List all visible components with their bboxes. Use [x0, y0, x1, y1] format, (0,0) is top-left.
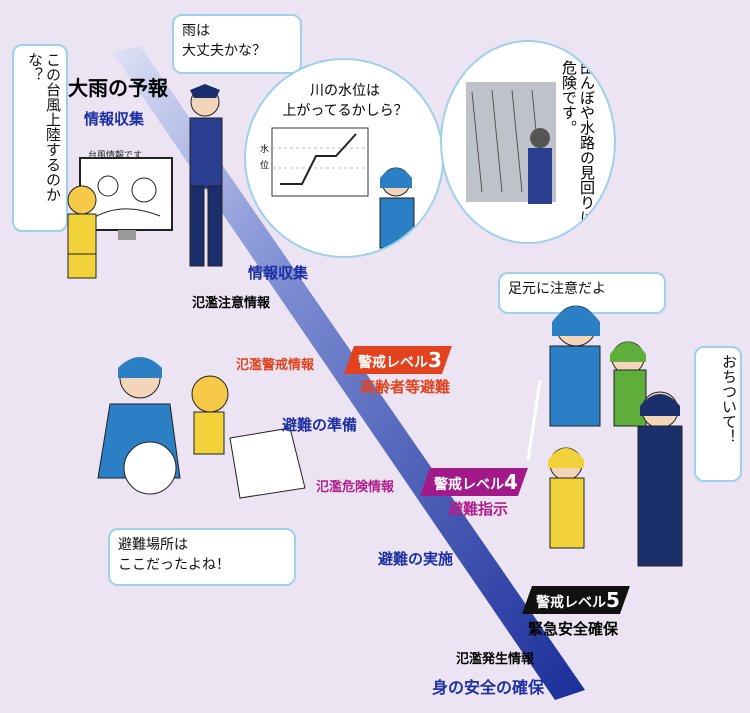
- warning-danger: 氾濫危険情報: [316, 480, 395, 495]
- level-3-num: 3: [428, 348, 442, 372]
- evacuating-group-illustration: [526, 305, 683, 567]
- stage-safety: 身の安全の確保: [432, 678, 545, 697]
- level-3-badge: 警戒レベル3: [344, 346, 452, 374]
- stay-calm-bubble: おちついて！: [694, 346, 742, 482]
- tv-viewer-illustration: [67, 157, 173, 279]
- stage-prepare: 避難の準備: [282, 416, 358, 434]
- level-5-action: 緊急安全確保: [528, 620, 619, 638]
- level-4-num: 4: [504, 470, 518, 494]
- stage-info-gathering-top: 情報収集: [84, 110, 145, 128]
- page-title: 大雨の予報: [68, 76, 168, 100]
- level-5-label: 警戒レベル: [536, 595, 606, 611]
- shelter-location-bubble: 避難場所は ここだったよね！: [108, 528, 296, 586]
- family-map-illustration: [97, 357, 306, 499]
- warning-alert: 氾濫警戒情報: [236, 358, 315, 373]
- chart-axis-label: 水位: [260, 145, 270, 172]
- level-3-action: 高齢者等避難: [360, 378, 451, 396]
- level-4-action: 避難指示: [448, 500, 509, 518]
- level-5-num: 5: [606, 588, 620, 612]
- typhoon-question-bubble: この台風上陸するのかな？: [12, 44, 68, 232]
- river-question-bubble: 川の水位は 上がってるかしら？: [282, 83, 408, 119]
- man-standing-illustration: [189, 84, 223, 267]
- level-3-label: 警戒レベル: [358, 355, 428, 371]
- warning-caution: 氾濫注意情報: [192, 296, 271, 311]
- level-4-label: 警戒レベル: [434, 477, 504, 493]
- stage-info-gathering-mid: 情報収集: [248, 264, 309, 282]
- level-4-badge: 警戒レベル4: [420, 468, 528, 496]
- level-5-badge: 警戒レベル5: [522, 586, 630, 614]
- stage-execute: 避難の実施: [378, 550, 454, 568]
- tv-caption: 台風情報です: [88, 151, 143, 161]
- rainy-field-illustration: [466, 82, 556, 204]
- water-level-chart-illustration: [271, 127, 415, 249]
- river-level-scene: 川の水位は 上がってるかしら？ 水位: [244, 58, 444, 258]
- warning-occurrence: 氾濫発生情報: [456, 652, 535, 667]
- fields-danger-bubble: 田んぼや水路の見回りは危険です。: [560, 60, 596, 225]
- rain-question-bubble: 雨は 大丈夫かな？: [172, 14, 302, 74]
- watch-step-bubble: 足元に注意だよ: [498, 272, 666, 314]
- rice-field-scene: 田んぼや水路の見回りは危険です。: [440, 40, 616, 244]
